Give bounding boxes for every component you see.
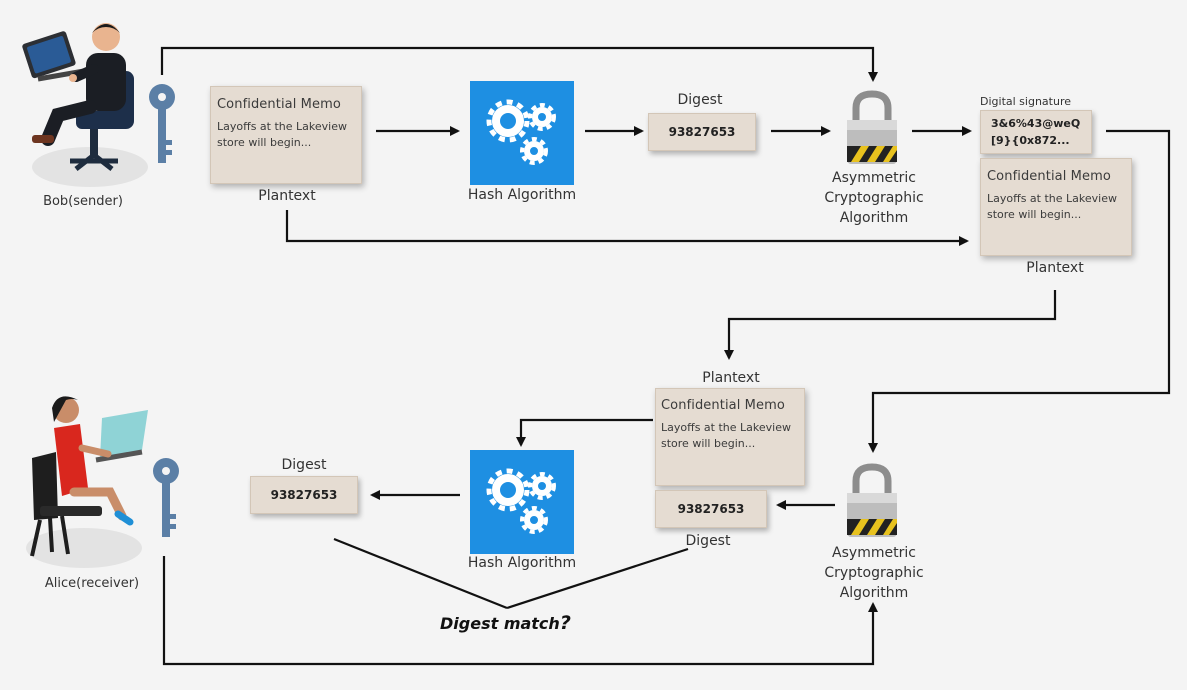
- bottom-asym-line2: Cryptographic: [824, 565, 924, 581]
- arrow-memo-to-hash-bottom: [516, 418, 653, 447]
- top-plaintext-memo: Confidential Memo Layoffs at the Lakevie…: [210, 86, 362, 184]
- bundle-plaintext-memo: Confidential Memo Layoffs at the Lakevie…: [980, 158, 1132, 256]
- memo-title: Confidential Memo: [661, 398, 785, 413]
- arrow-signature-to-verify-lock: [868, 129, 1171, 453]
- top-digest-label: Digest: [677, 92, 723, 108]
- top-plaintext-label: Plantext: [258, 188, 316, 204]
- alice-label: Alice(receiver): [44, 576, 140, 591]
- bottom-padlock-icon: [847, 463, 897, 537]
- memo-body-line2: store will begin...: [217, 136, 312, 149]
- signature-line1: 3&6%43@weQ: [991, 117, 1081, 130]
- received-plaintext-memo: Confidential Memo Layoffs at the Lakevie…: [655, 388, 805, 486]
- alice-key-icon: [153, 458, 179, 537]
- match-line-right: [506, 547, 689, 610]
- signature-line2: [9}{0x872...: [991, 134, 1070, 147]
- top-hash-gears-icon: [470, 81, 574, 185]
- bottom-hash-label: Hash Algorithm: [467, 555, 577, 571]
- digest-match-text: Digest match: [440, 614, 560, 633]
- memo-body-line1: Layoffs at the Lakeview: [987, 192, 1117, 205]
- bundle-plaintext-label: Plantext: [1026, 260, 1084, 276]
- digest-match-qmark: ?: [559, 612, 571, 634]
- received-digest-value: 93827653: [655, 490, 767, 528]
- top-asym-label: Asymmetric Cryptographic Algorithm: [808, 168, 940, 228]
- bob-key-icon: [149, 84, 175, 163]
- match-line-left: [333, 537, 508, 610]
- top-digest-value: 93827653: [648, 113, 756, 151]
- digest-match-question: Digest match?: [440, 612, 571, 634]
- top-asym-line2: Cryptographic: [824, 190, 924, 206]
- bob-sender-icon: [22, 23, 148, 187]
- top-hash-label: Hash Algorithm: [467, 187, 577, 203]
- top-asym-line3: Algorithm: [839, 210, 909, 226]
- arrow-alice-key-to-verify-lock: [162, 556, 878, 666]
- memo-title: Confidential Memo: [217, 97, 341, 112]
- received-digest-label: Digest: [685, 533, 731, 549]
- arrow-plaintext-to-bundle: [285, 210, 969, 246]
- memo-body-line1: Layoffs at the Lakeview: [217, 120, 347, 133]
- memo-title: Confidential Memo: [987, 169, 1111, 184]
- arrow-bundle-to-received-memo: [724, 290, 1057, 360]
- memo-body-line2: store will begin...: [987, 208, 1082, 221]
- signature-label: Digital signature: [980, 95, 1071, 108]
- arrow-key-to-sign-lock: [160, 46, 878, 82]
- computed-digest-value: 93827653: [250, 476, 358, 514]
- signature-value: 3&6%43@weQ [9}{0x872...: [980, 110, 1092, 154]
- top-asym-line1: Asymmetric: [832, 170, 916, 186]
- top-padlock-icon: [847, 90, 897, 164]
- bottom-plaintext-label: Plantext: [702, 370, 760, 386]
- memo-body-line1: Layoffs at the Lakeview: [661, 421, 791, 434]
- bottom-asym-line3: Algorithm: [839, 585, 909, 601]
- bottom-asym-line1: Asymmetric: [832, 545, 916, 561]
- computed-digest-label: Digest: [281, 457, 327, 473]
- alice-receiver-icon: [26, 396, 148, 568]
- memo-body-line2: store will begin...: [661, 437, 756, 450]
- bottom-asym-label: Asymmetric Cryptographic Algorithm: [808, 543, 940, 603]
- bottom-hash-gears-icon: [470, 450, 574, 554]
- bob-label: Bob(sender): [43, 194, 123, 209]
